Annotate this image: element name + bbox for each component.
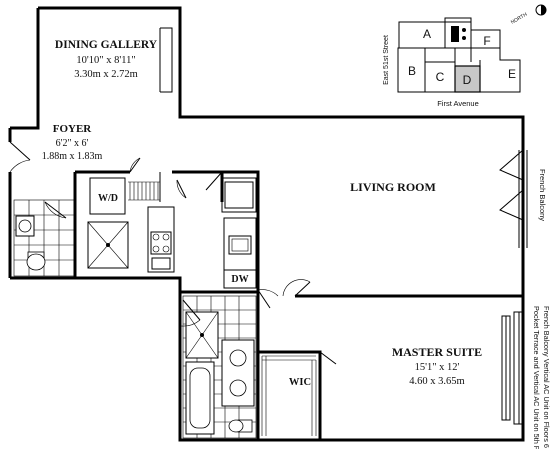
unit-d: D [463,73,472,87]
powder-bath [13,199,129,277]
unit-a: A [423,27,431,41]
walk-in-closet: WIC [261,351,337,436]
master-label: MASTER SUITE [392,345,482,359]
key-plan: A B C D E F East 51st Street First Avenu… [383,4,547,108]
wic-label: WIC [289,377,311,388]
wd-label: W/D [98,193,118,204]
laundry-closet: W/D [89,171,223,215]
dining-gallery: DINING GALLERY 10'10" x 8'11" 3.30m x 2.… [55,39,158,80]
street-first-avenue: First Avenue [437,99,479,108]
dw-label: DW [231,274,248,285]
unit-c: C [436,70,445,84]
unit-e: E [508,67,516,81]
master-bath [180,295,257,439]
master-suite: MASTER SUITE 15'1" x 12' 4.60 x 3.65m Po… [392,306,550,449]
north-label: NORTH [510,11,529,25]
unit-b: B [408,64,416,78]
foyer-dim-imperial: 6'2" x 6' [56,138,89,149]
foyer-label: FOYER [53,123,93,135]
foyer: FOYER 6'2" x 6' 1.88m x 1.83m [9,123,141,173]
side-note-1: Pocket Terrace and Vertical AC Unit on 5… [532,306,541,449]
side-note-2: French Balcony Vertical AC Unit on Floor… [542,306,550,449]
living-label: LIVING ROOM [350,180,436,194]
kitchen: DW [147,177,279,309]
foyer-dim-metric: 1.88m x 1.83m [42,151,103,162]
living-room: LIVING ROOM French Balcony [282,149,547,297]
sink-icon [228,235,252,255]
master-dim-metric: 4.60 x 3.65m [409,376,464,387]
dining-dim-imperial: 10'10" x 8'11" [76,55,135,66]
unit-f: F [483,34,490,48]
dining-dim-metric: 3.30m x 2.72m [74,69,138,80]
dining-label: DINING GALLERY [55,39,158,51]
street-east-51st: East 51st Street [383,35,390,85]
master-dim-imperial: 15'1" x 12' [415,362,460,373]
cooktop-icon [150,231,172,255]
north-arrow-icon [535,4,547,16]
french-balcony-label: French Balcony [538,169,547,221]
exterior-walls [8,6,525,442]
